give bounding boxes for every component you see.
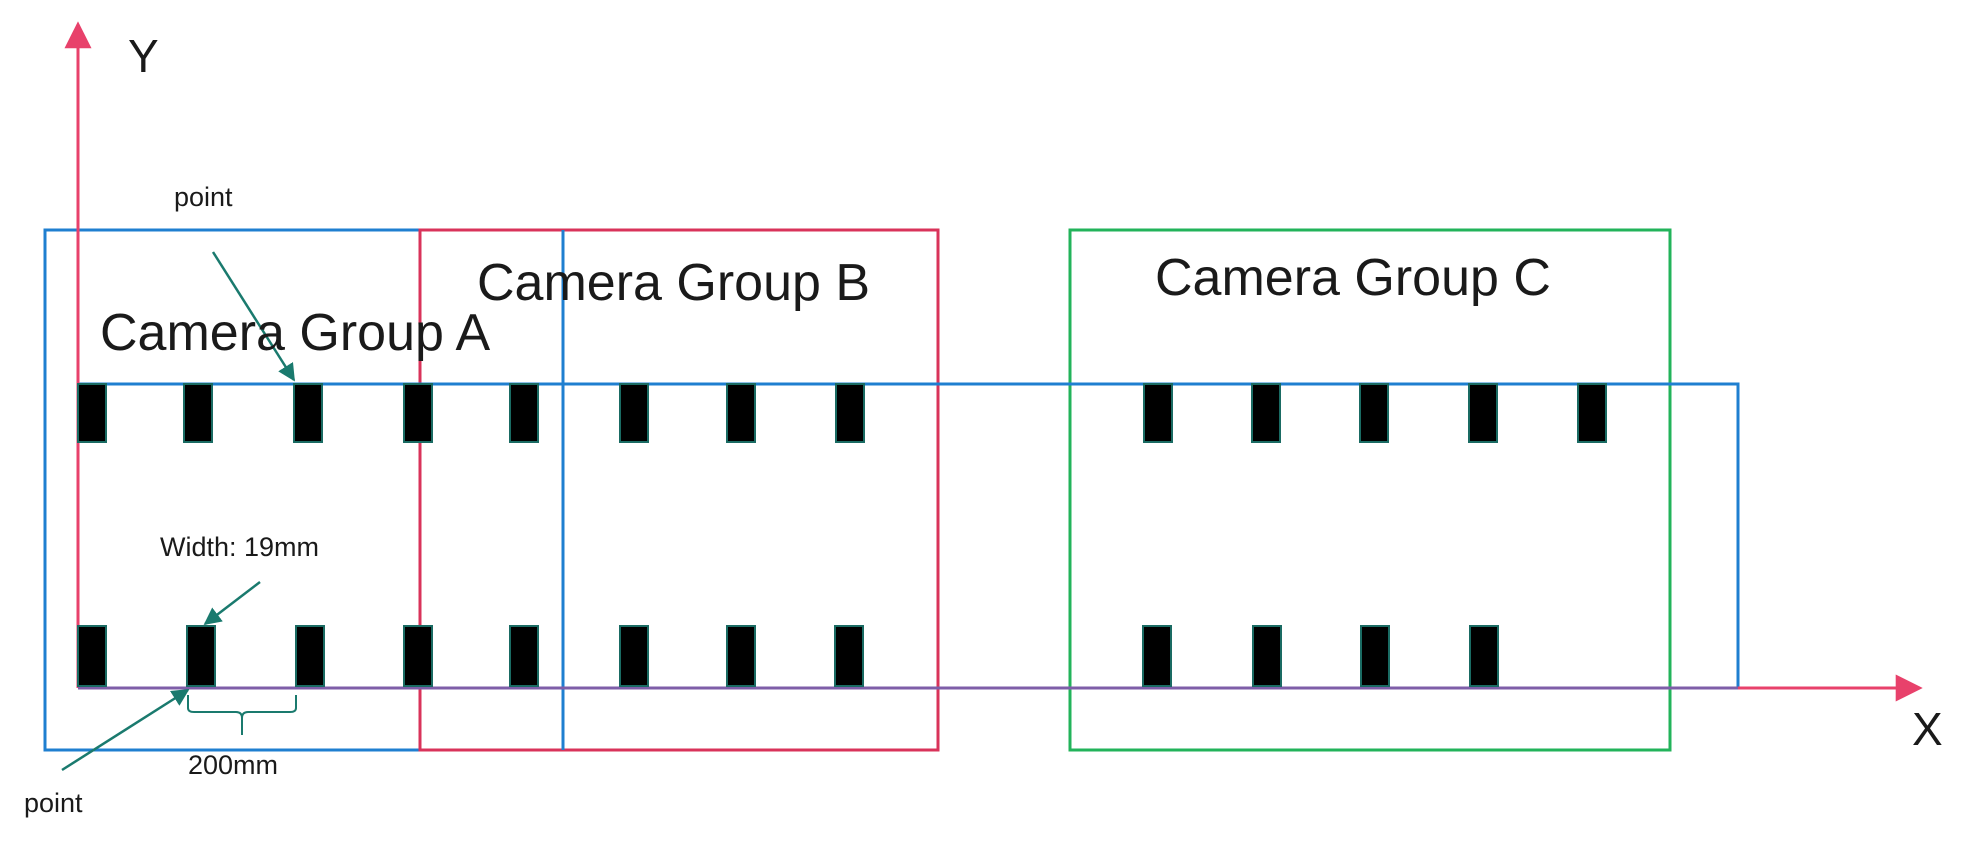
top-block-4 [403, 383, 433, 443]
bottom-block-3 [295, 625, 325, 687]
bottom-block-1 [77, 625, 107, 687]
y-axis-label: Y [128, 30, 159, 82]
bottom-block-5 [509, 625, 539, 687]
camera-group-a-label: Camera Group A [100, 304, 490, 362]
width-arrow [203, 581, 261, 626]
bottom-block-7 [726, 625, 756, 687]
camera-group-b-label: Camera Group B [477, 254, 870, 312]
bottom-block-2 [186, 625, 216, 687]
bottom-block-4 [403, 625, 433, 687]
camera-group-c-box [1068, 228, 1672, 752]
bottom-block-9 [1142, 625, 1172, 687]
point-top-arrow [211, 251, 296, 382]
top-block-8 [835, 383, 865, 443]
top-block-13 [1577, 383, 1607, 443]
bottom-block-8 [834, 625, 864, 687]
camera-group-c-label: Camera Group C [1155, 249, 1551, 307]
top-block-9 [1143, 383, 1173, 443]
camera-group-b-box [418, 228, 940, 752]
top-block-10 [1251, 383, 1281, 443]
bottom-block-6 [619, 625, 649, 687]
top-block-12 [1468, 383, 1498, 443]
bottom-block-12 [1469, 625, 1499, 687]
top-block-6 [619, 383, 649, 443]
top-block-7 [726, 383, 756, 443]
point-bottom-label: point [24, 788, 83, 818]
bottom-block-11 [1360, 625, 1390, 687]
block-markers [77, 383, 1607, 687]
spacing-brace [187, 695, 297, 719]
spacing-label: 200mm [188, 750, 278, 780]
point-bottom-arrow [61, 688, 190, 772]
top-block-3 [293, 383, 323, 443]
top-block-11 [1359, 383, 1389, 443]
x-axis-label: X [1912, 703, 1943, 755]
top-block-5 [509, 383, 539, 443]
bottom-block-10 [1252, 625, 1282, 687]
top-block-1 [77, 383, 107, 443]
top-block-2 [183, 383, 213, 443]
point-top-label: point [174, 182, 233, 212]
width-label: Width: 19mm [160, 532, 319, 562]
